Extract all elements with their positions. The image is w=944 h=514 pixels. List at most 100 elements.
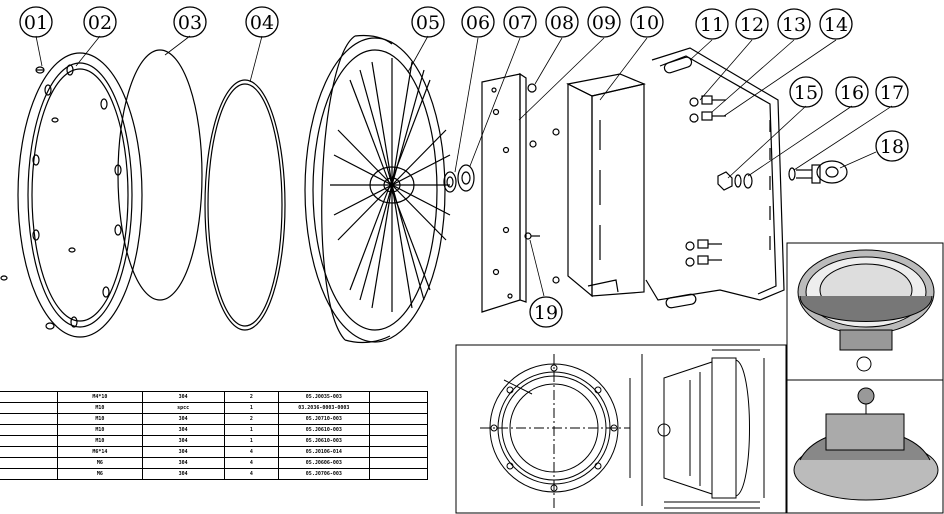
table-cell: M6 bbox=[57, 457, 143, 469]
table-cell: 304 bbox=[141, 446, 225, 458]
table-cell: 1 bbox=[223, 402, 280, 414]
side-view bbox=[629, 349, 765, 509]
callout-14: 14 bbox=[819, 8, 853, 40]
part-mounting-plate-09 bbox=[481, 72, 527, 313]
callout-17: 17 bbox=[875, 76, 909, 108]
table-cell bbox=[0, 468, 59, 480]
product-photo-panels bbox=[786, 242, 944, 514]
table-cell: M10 bbox=[57, 402, 143, 414]
svg-text:14: 14 bbox=[824, 14, 848, 36]
table-cell: spcc bbox=[141, 402, 225, 414]
table-cell bbox=[0, 435, 59, 447]
svg-text:07: 07 bbox=[508, 12, 532, 34]
svg-text:11: 11 bbox=[700, 14, 724, 36]
callout-08: 08 bbox=[545, 6, 579, 38]
svg-text:12: 12 bbox=[740, 14, 764, 36]
table-cell bbox=[368, 468, 429, 480]
table-cell: 05.J0610-003 bbox=[278, 424, 370, 436]
svg-text:04: 04 bbox=[250, 12, 274, 34]
table-cell bbox=[0, 413, 59, 425]
table-cell: 05.J0106-014 bbox=[278, 446, 370, 458]
table-cell bbox=[368, 391, 429, 403]
table-cell: 05.J0610-003 bbox=[278, 435, 370, 447]
callout-19: 19 bbox=[529, 296, 563, 328]
part-bolts-upper-12-14 bbox=[689, 95, 726, 123]
table-cell: M6 bbox=[57, 468, 143, 480]
part-eye-bolt-17-18 bbox=[788, 160, 848, 184]
table-cell: 304 bbox=[141, 435, 225, 447]
table-cell: 03.2036-0003-0003 bbox=[278, 402, 370, 414]
table-cell: 05.J0706-003 bbox=[278, 468, 370, 480]
table-cell bbox=[368, 402, 429, 414]
callout-02: 02 bbox=[83, 6, 117, 38]
callout-12: 12 bbox=[735, 8, 769, 40]
part-screw-01 bbox=[35, 66, 45, 74]
table-cell bbox=[368, 446, 429, 458]
svg-text:13: 13 bbox=[782, 14, 806, 36]
table-cell: 1 bbox=[223, 435, 280, 447]
front-view bbox=[480, 354, 630, 508]
callout-06: 06 bbox=[461, 6, 495, 38]
table-cell: 4 bbox=[223, 468, 280, 480]
part-glass-lens-03 bbox=[117, 49, 203, 301]
callout-03: 03 bbox=[173, 6, 207, 38]
part-gasket-04 bbox=[204, 79, 286, 331]
table-cell: 304 bbox=[141, 457, 225, 469]
part-driver-box-10 bbox=[529, 73, 646, 298]
table-cell: 4 bbox=[223, 457, 280, 469]
table-cell: M6*14 bbox=[57, 446, 143, 458]
svg-text:19: 19 bbox=[534, 302, 558, 324]
orthographic-views bbox=[455, 344, 787, 514]
part-front-ring-02 bbox=[0, 52, 143, 338]
table-cell: 304 bbox=[141, 391, 225, 403]
table-cell: 4 bbox=[223, 446, 280, 458]
product-photo-back bbox=[793, 387, 939, 501]
part-washer-08 bbox=[527, 83, 537, 93]
table-cell bbox=[0, 446, 59, 458]
table-cell: 05.J0710-003 bbox=[278, 413, 370, 425]
table-cell: 2 bbox=[223, 391, 280, 403]
table-cell: 2 bbox=[223, 413, 280, 425]
leader-lines bbox=[35, 35, 893, 297]
callout-13: 13 bbox=[777, 8, 811, 40]
svg-text:03: 03 bbox=[178, 12, 202, 34]
callout-15: 15 bbox=[789, 76, 823, 108]
product-photo-front bbox=[797, 249, 935, 372]
table-cell: M10 bbox=[57, 424, 143, 436]
table-cell bbox=[368, 424, 429, 436]
svg-text:01: 01 bbox=[24, 12, 48, 34]
part-bolts-lower bbox=[685, 239, 722, 267]
table-cell: M10 bbox=[57, 413, 143, 425]
table-cell: 05.J0606-003 bbox=[278, 457, 370, 469]
part-screw-19 bbox=[524, 232, 540, 240]
part-u-bracket-11 bbox=[645, 47, 785, 309]
part-heatsink-housing-05 bbox=[304, 34, 451, 344]
table-cell bbox=[368, 457, 429, 469]
callout-16: 16 bbox=[835, 76, 869, 108]
table-cell bbox=[0, 402, 59, 414]
table-cell: 304 bbox=[141, 468, 225, 480]
table-cell: 1 bbox=[223, 424, 280, 436]
table-cell bbox=[368, 413, 429, 425]
part-gland-nut-06 bbox=[443, 171, 457, 193]
svg-text:17: 17 bbox=[880, 82, 904, 104]
table-cell: 304 bbox=[141, 424, 225, 436]
svg-text:15: 15 bbox=[794, 82, 818, 104]
callout-18: 18 bbox=[875, 130, 909, 162]
svg-text:05: 05 bbox=[416, 12, 440, 34]
callout-04: 04 bbox=[245, 6, 279, 38]
part-nut-washer-15-16 bbox=[717, 171, 753, 191]
part-cable-gland-07 bbox=[457, 164, 475, 192]
callout-05: 05 bbox=[411, 6, 445, 38]
callout-09: 09 bbox=[587, 6, 621, 38]
